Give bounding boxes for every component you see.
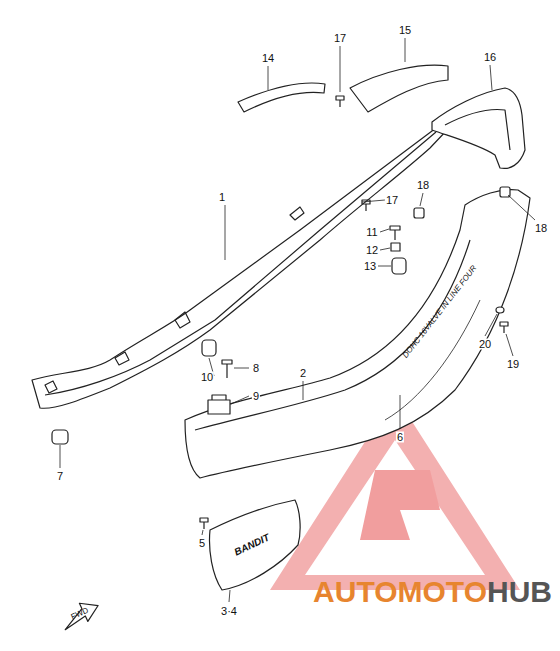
callout-number: 6	[396, 432, 404, 443]
watermark: HUB	[487, 577, 552, 607]
callout-number: 19	[506, 359, 520, 370]
callout-number: 9	[252, 391, 260, 402]
callout-number: 10	[200, 372, 214, 383]
callout-number: 12	[365, 245, 379, 256]
callout-number: 18	[534, 223, 548, 234]
callout-number: 2	[299, 368, 307, 379]
callout-number: 17	[333, 33, 347, 44]
callout-number: 14	[261, 53, 275, 64]
callout-number: 15	[398, 25, 412, 36]
callout-number: 5	[198, 538, 206, 549]
callout-number: 7	[56, 471, 64, 482]
callout-number: 8	[252, 363, 260, 374]
callout-number: 3·4	[220, 606, 238, 617]
watermark: AUTOMOTO	[313, 577, 487, 607]
callout-number: 11	[365, 227, 378, 238]
callout-number: 20	[478, 339, 492, 350]
callout-number: 17	[385, 195, 399, 206]
callout-number: 1	[218, 192, 226, 203]
callout-number: 16	[483, 52, 497, 63]
callout-number: 13	[363, 261, 377, 272]
callout-number: 18	[416, 180, 430, 191]
